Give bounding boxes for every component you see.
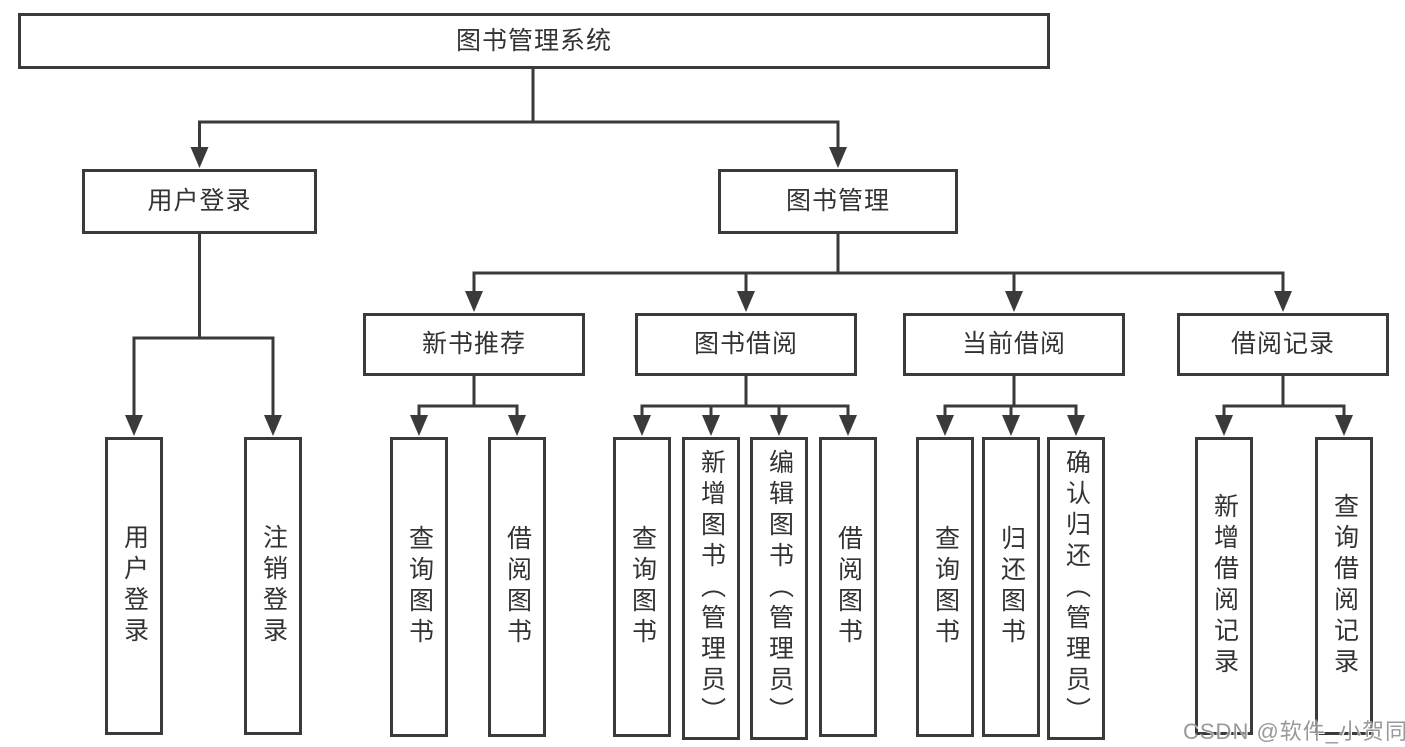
leaf-label: 用户登录	[120, 524, 149, 648]
leaf-label: 编辑图书（管理员）	[765, 449, 794, 728]
leaf-add-borrow-record: 新增借阅记录	[1195, 437, 1253, 735]
leaf-label: 借阅图书	[503, 525, 532, 649]
leaf-borrow-books: 借阅图书	[819, 437, 877, 737]
node-borrowing-records: 借阅记录	[1177, 313, 1389, 376]
leaf-user-login: 用户登录	[105, 437, 163, 735]
node-new-book-recommendation: 新书推荐	[363, 313, 585, 376]
node-book-borrowing: 图书借阅	[635, 313, 857, 376]
leaf-label: 新增借阅记录	[1210, 493, 1239, 679]
leaf-label: 查询图书	[931, 525, 960, 649]
leaf-label: 查询借阅记录	[1330, 493, 1359, 679]
leaf-query-books-borrow: 查询图书	[613, 437, 671, 737]
leaf-label: 归还图书	[997, 525, 1026, 649]
leaf-query-books-recommend: 查询图书	[390, 437, 448, 737]
csdn-watermark: CSDN @软件_小贺同学	[1183, 719, 1405, 744]
leaf-borrow-books-recommend: 借阅图书	[488, 437, 546, 737]
leaf-query-borrow-record: 查询借阅记录	[1315, 437, 1373, 735]
node-current-borrowing: 当前借阅	[903, 313, 1125, 376]
leaf-logout: 注销登录	[244, 437, 302, 735]
leaf-confirm-return-admin: 确认归还（管理员）	[1047, 437, 1105, 740]
node-library-management-system: 图书管理系统	[18, 13, 1050, 69]
node-user-login: 用户登录	[82, 169, 317, 234]
arrowheads	[125, 147, 1353, 436]
leaf-label: 注销登录	[259, 524, 288, 648]
leaf-return-book: 归还图书	[982, 437, 1040, 737]
leaf-label: 借阅图书	[834, 525, 863, 649]
node-book-management: 图书管理	[718, 169, 958, 234]
leaf-query-books-current: 查询图书	[916, 437, 974, 737]
leaf-label: 新增图书（管理员）	[697, 449, 726, 728]
leaf-label: 查询图书	[405, 525, 434, 649]
leaf-label: 确认归还（管理员）	[1062, 449, 1091, 728]
leaf-add-book-admin: 新增图书（管理员）	[682, 437, 740, 740]
leaf-edit-book-admin: 编辑图书（管理员）	[750, 437, 808, 740]
leaf-label: 查询图书	[628, 525, 657, 649]
